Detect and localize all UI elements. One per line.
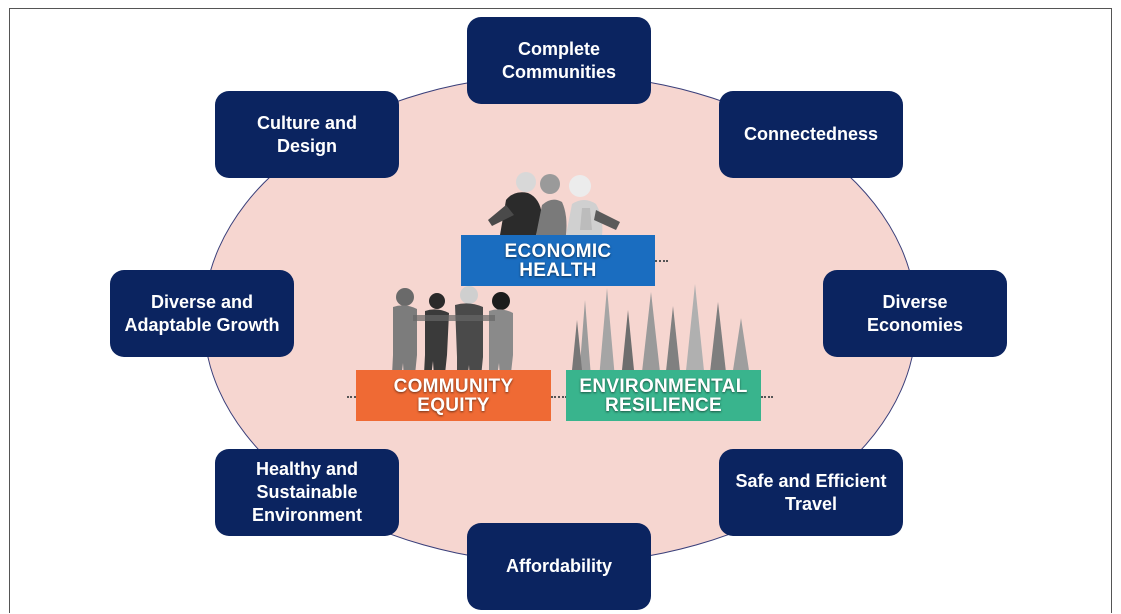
outcome-box-connectedness: Connectedness (719, 91, 903, 178)
pillar-environmental-resilience: ENVIRONMENTAL RESILIENCE (566, 370, 761, 421)
connector-community-environmental (551, 396, 567, 398)
pillar-economic-health: ECONOMIC HEALTH (461, 235, 655, 286)
pillar-community-equity: COMMUNITY EQUITY (356, 370, 551, 421)
outcome-box-affordability: Affordability (467, 523, 651, 610)
slide-frame (9, 8, 1112, 613)
outcome-box-culture-design: Culture and Design (215, 91, 399, 178)
connector-environmental-right (761, 396, 773, 398)
outcome-box-diverse-economies: Diverse Economies (823, 270, 1007, 357)
outcome-box-safe-efficient-travel: Safe and Efficient Travel (719, 449, 903, 536)
connector-economic (652, 260, 668, 262)
workers-photo (488, 172, 620, 235)
outcome-box-healthy-sustainable-environment: Healthy and Sustainable Environment (215, 449, 399, 536)
outcome-box-diverse-adaptable-growth: Diverse and Adaptable Growth (110, 270, 294, 357)
outcome-box-complete-communities: Complete Communities (467, 17, 651, 104)
connector-community-left (347, 396, 359, 398)
